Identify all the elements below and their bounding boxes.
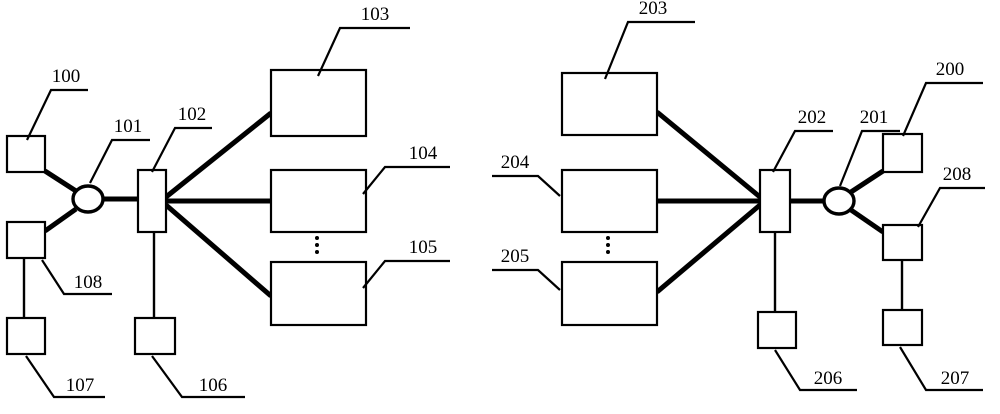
- link-205-to-202: [655, 203, 762, 294]
- left-group-leaders: [25, 26, 450, 399]
- ref-label-103: 103: [361, 4, 390, 25]
- link-108-to-101: [43, 206, 78, 234]
- ref-label-201: 201: [860, 107, 889, 128]
- ref-label-205: 205: [501, 246, 530, 267]
- leader-101: [89, 138, 150, 184]
- ref-label-102: 102: [178, 104, 207, 125]
- ref-label-203: 203: [639, 0, 668, 19]
- node-107[interactable]: [5, 316, 47, 356]
- leader-107: [25, 355, 105, 399]
- leader-208: [917, 186, 985, 228]
- node-204[interactable]: [560, 168, 659, 234]
- node-102[interactable]: [136, 168, 168, 234]
- node-206[interactable]: [756, 310, 798, 350]
- node-207[interactable]: [881, 308, 924, 347]
- right-group-nodes: [560, 71, 924, 350]
- node-201[interactable]: [822, 186, 856, 216]
- ellipsis-dot: [606, 243, 610, 247]
- ref-label-106: 106: [199, 375, 228, 396]
- node-108[interactable]: [5, 220, 47, 260]
- ellipsis-dot: [315, 236, 319, 240]
- leader-103: [317, 26, 410, 77]
- leader-102: [151, 126, 212, 173]
- ref-label-206: 206: [814, 368, 843, 389]
- left-group-labels: 100 101 102 103 104 105 106 107 108: [52, 4, 438, 396]
- right-group-links: [655, 110, 904, 312]
- ref-label-104: 104: [409, 143, 438, 164]
- left-group-links: [22, 111, 273, 318]
- ref-label-105: 105: [409, 237, 438, 258]
- leader-108: [41, 259, 112, 296]
- node-200[interactable]: [881, 132, 924, 174]
- leader-205: [492, 268, 561, 291]
- ref-label-108: 108: [74, 272, 103, 293]
- leader-200: [901, 81, 983, 137]
- leader-204: [492, 174, 561, 197]
- leader-206: [774, 349, 857, 392]
- right-vertical-ellipsis: [606, 236, 610, 254]
- right-group-labels: 200 201 202 203 204 205 206 207 208: [501, 0, 972, 389]
- leader-100: [26, 88, 88, 141]
- leader-106: [151, 355, 245, 399]
- ref-label-107: 107: [66, 375, 95, 396]
- link-100-to-101: [43, 168, 78, 194]
- left-vertical-ellipsis: [315, 236, 319, 254]
- ellipsis-dot: [606, 250, 610, 254]
- link-102-to-105: [164, 203, 273, 298]
- leader-203: [603, 20, 695, 80]
- node-106[interactable]: [133, 316, 177, 356]
- ref-label-101: 101: [114, 116, 143, 137]
- link-203-to-202: [655, 110, 762, 199]
- ref-label-208: 208: [943, 164, 972, 185]
- node-101[interactable]: [71, 184, 105, 214]
- leader-104: [362, 165, 450, 195]
- link-102-to-103: [164, 111, 273, 199]
- node-208[interactable]: [881, 223, 924, 262]
- left-group-nodes: [5, 68, 368, 356]
- node-105[interactable]: [269, 260, 368, 327]
- node-202[interactable]: [758, 168, 792, 234]
- ellipsis-dot: [315, 243, 319, 247]
- leader-202: [772, 129, 833, 173]
- node-203[interactable]: [560, 71, 659, 137]
- node-103[interactable]: [269, 68, 368, 138]
- node-104[interactable]: [269, 168, 368, 234]
- ref-label-200: 200: [936, 59, 965, 80]
- link-201-to-200: [849, 168, 885, 195]
- leader-105: [362, 259, 450, 289]
- ref-label-100: 100: [52, 66, 81, 87]
- leader-201: [838, 129, 900, 187]
- ref-label-207: 207: [941, 368, 970, 389]
- link-201-to-208: [849, 207, 885, 235]
- ref-label-202: 202: [798, 107, 827, 128]
- ref-label-204: 204: [501, 152, 530, 173]
- node-205[interactable]: [560, 260, 659, 327]
- ellipsis-dot: [315, 250, 319, 254]
- node-100[interactable]: [5, 134, 47, 174]
- ellipsis-dot: [606, 236, 610, 240]
- right-group-leaders: [492, 20, 985, 392]
- leader-207: [899, 346, 983, 392]
